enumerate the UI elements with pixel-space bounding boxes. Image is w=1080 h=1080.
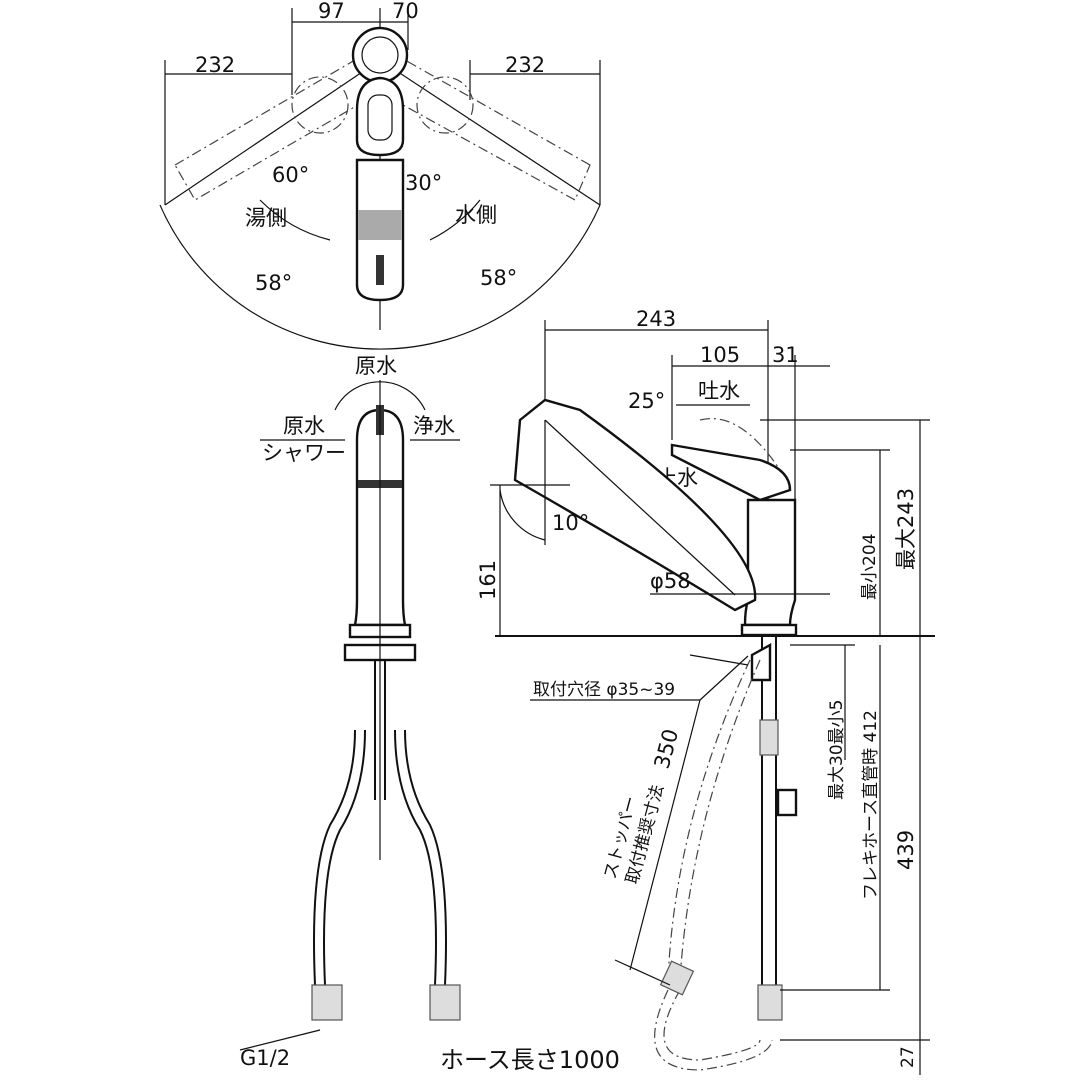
top-view: 232 232 97 70 60° 30° 湯側 水側 58° 58° (159, 0, 601, 350)
purified-water-label: 浄水 (413, 414, 455, 438)
dim-27: 27 (898, 1046, 918, 1068)
dim-439: 439 (894, 830, 918, 870)
hot-side-label: 湯側 (245, 206, 287, 230)
flex-hose-412: フレキホース直管時 412 (861, 710, 881, 900)
dim-232-left: 232 (195, 53, 235, 77)
dim-232-right: 232 (505, 53, 545, 77)
front-view: 原水 原水 シャワー 浄水 G1/2 ホース長さ1000 (239, 354, 620, 1074)
side-view: 243 105 31 25° 吐水 止水 10° 161 φ58 最小204 最… (476, 307, 935, 1075)
angle-58-right: 58° (480, 266, 517, 290)
min-204: 最小204 (860, 534, 880, 600)
raw-water-shower-label-2: シャワー (262, 441, 346, 465)
thread-size-label: G1/2 (240, 1046, 290, 1070)
raw-water-shower-label-1: 原水 (283, 414, 325, 438)
dim-243-width: 243 (636, 307, 676, 331)
max-243: 最大243 (894, 488, 918, 570)
mount-hole-label: 取付穴径 φ35~39 (533, 680, 675, 700)
dim-97: 97 (318, 0, 345, 23)
dim-70: 70 (392, 0, 419, 23)
cold-side-label: 水側 (455, 203, 497, 227)
dim-161: 161 (476, 560, 500, 600)
angle-30: 30° (405, 171, 442, 195)
spout-water-label: 吐水 (698, 379, 740, 403)
hose-length-label: ホース長さ1000 (440, 1046, 620, 1074)
diameter-58: φ58 (650, 569, 691, 593)
angle-25: 25° (628, 389, 665, 413)
dim-31: 31 (772, 343, 799, 367)
dim-350: 350 (650, 726, 684, 771)
angle-60: 60° (272, 163, 309, 187)
angle-10: 10° (552, 511, 589, 535)
max30-min5: 最大30最小5 (827, 700, 847, 800)
raw-water-top-label: 原水 (355, 354, 397, 378)
angle-58-left: 58° (255, 271, 292, 295)
dim-105: 105 (700, 343, 740, 367)
